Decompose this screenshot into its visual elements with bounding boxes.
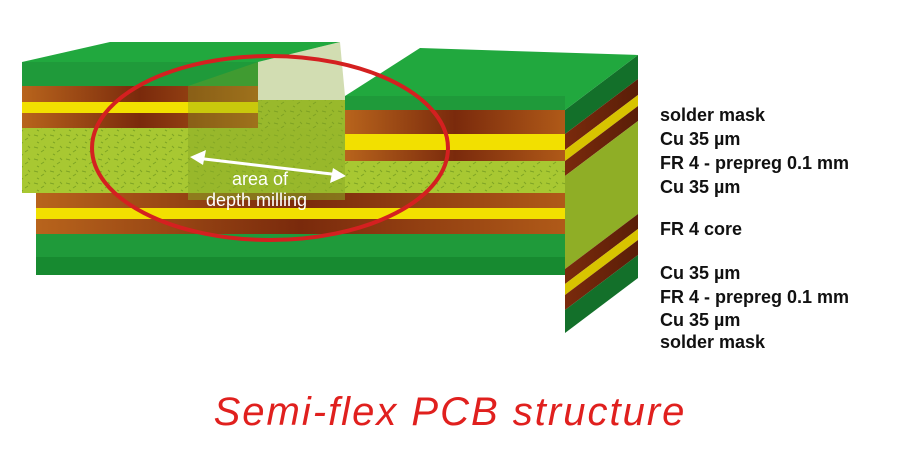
layer-label-cu-4: Cu 35 µm (660, 310, 741, 330)
left-cu-2 (22, 113, 258, 128)
milling-label-line-2: depth milling (206, 190, 308, 210)
side-cu-4 (565, 240, 638, 310)
layer-label-cu-2: Cu 35 µm (660, 177, 741, 197)
front-prepreg-2 (36, 208, 565, 219)
layer-label-solder-mask-bottom: solder mask (660, 332, 766, 352)
left-cu-1 (22, 86, 258, 102)
layer-label-core: FR 4 core (660, 219, 743, 239)
front-solder-mask-bottom (36, 234, 565, 257)
layer-label-prepreg-2: FR 4 - prepreg 0.1 mm (660, 287, 850, 307)
front-face (36, 193, 565, 257)
milled-back-wall (188, 42, 345, 128)
right-core-front (345, 161, 565, 193)
side-prepreg-1 (565, 95, 638, 161)
side-prepreg-2 (565, 229, 638, 295)
layer-label-solder-mask-top: solder mask (660, 105, 766, 125)
side-core (565, 121, 638, 269)
side-solder-mask-top (565, 55, 638, 134)
front-cu-4 (36, 219, 565, 234)
left-block (22, 42, 340, 193)
diagram-title: Semi-flex PCB structure (213, 390, 687, 434)
side-cu-3 (565, 214, 638, 284)
milling-highlight-ring (90, 54, 450, 242)
arrow-head-right (330, 168, 346, 183)
left-prepreg-1 (22, 102, 258, 113)
milled-area (188, 42, 345, 200)
milling-label-line-1: area of (232, 169, 289, 189)
right-side-face (565, 55, 638, 333)
side-cu-2 (565, 106, 638, 176)
arrow-head-left (190, 150, 206, 165)
front-bottom-edge (36, 257, 565, 275)
layer-label-prepreg-1: FR 4 - prepreg 0.1 mm (660, 153, 850, 173)
side-solder-mask-bottom (565, 255, 638, 333)
milled-floor (188, 128, 345, 200)
right-cu-1 (345, 110, 565, 134)
right-cu-2 (345, 150, 565, 161)
side-cu-1 (565, 79, 638, 150)
milling-width-arrow (190, 150, 346, 183)
right-prepreg-1 (345, 134, 565, 150)
right-block (345, 48, 638, 193)
right-block-top-surface (345, 48, 638, 110)
layer-label-cu-3: Cu 35 µm (660, 263, 741, 283)
front-cu-3 (36, 193, 565, 208)
right-solder-mask (345, 96, 565, 110)
layer-label-cu-1: Cu 35 µm (660, 129, 741, 149)
left-solder-mask (22, 62, 258, 86)
